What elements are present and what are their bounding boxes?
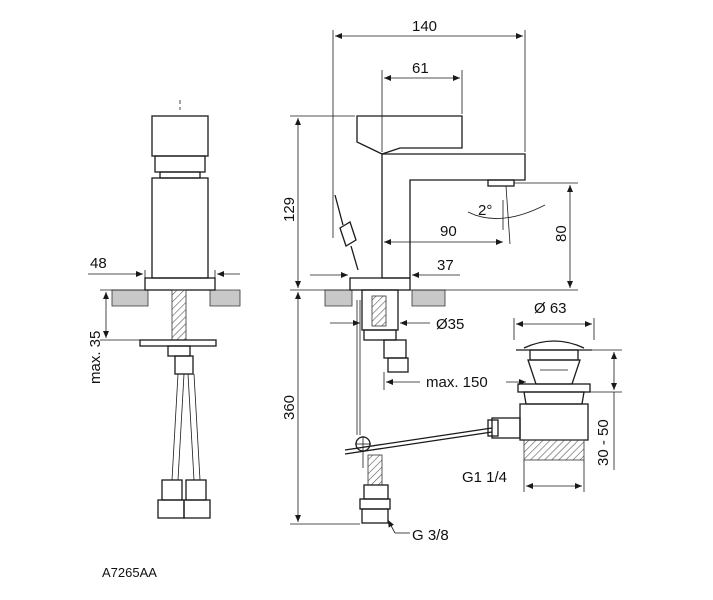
- countertop-front-right: [411, 289, 446, 307]
- dim-diameter-63: Ø 63: [534, 300, 567, 317]
- dim-80: 80: [553, 225, 570, 242]
- countertop-front-left: [324, 289, 353, 307]
- dim-129: 129: [281, 197, 298, 222]
- front-view: [290, 30, 578, 534]
- dim-max-35: max. 35: [87, 331, 104, 384]
- dim-37: 37: [437, 257, 454, 274]
- dim-48: 48: [90, 255, 107, 272]
- dim-diameter-35: Ø35: [436, 316, 464, 333]
- dim-61: 61: [412, 60, 429, 77]
- waste-view: [487, 318, 622, 492]
- countertop-right: [209, 289, 241, 307]
- dim-max-150: max. 150: [426, 374, 488, 391]
- product-code: A7265AA: [102, 565, 157, 580]
- countertop-left: [111, 289, 149, 307]
- dim-30-50: 30 - 50: [595, 419, 612, 466]
- dim-angle-2: 2°: [478, 202, 492, 219]
- dim-140: 140: [412, 18, 437, 35]
- side-view: [88, 100, 241, 519]
- thread-g1-1-4: G1 1/4: [462, 469, 507, 486]
- dim-90: 90: [440, 223, 457, 240]
- dim-360: 360: [281, 395, 298, 420]
- thread-g3-8: G 3/8: [412, 527, 449, 544]
